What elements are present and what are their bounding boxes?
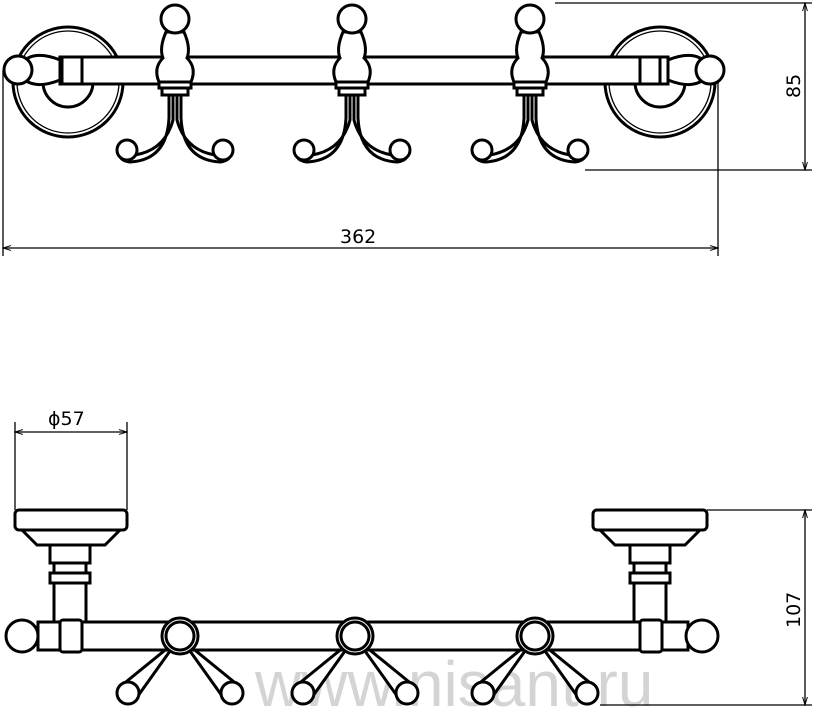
dimension-depth-label: 107 bbox=[783, 592, 805, 628]
hook-body bbox=[510, 30, 550, 84]
plan-hook-hubs bbox=[160, 616, 555, 656]
dimension-diameter-label: ϕ57 bbox=[48, 408, 85, 430]
hook-ball-plan bbox=[219, 680, 245, 706]
dimension-depth: 107 bbox=[600, 510, 812, 705]
hook-top-knob bbox=[159, 3, 191, 35]
hook-hub-inner bbox=[164, 620, 196, 652]
hook-arms bbox=[295, 95, 409, 164]
hook-ball bbox=[292, 138, 316, 162]
hook-body bbox=[332, 30, 372, 84]
hook-ball-plan bbox=[574, 680, 600, 706]
dimension-height: 85 bbox=[555, 3, 812, 170]
dimension-height-label: 85 bbox=[783, 74, 805, 98]
right-joint bbox=[638, 618, 664, 654]
left-joint bbox=[58, 618, 84, 654]
dimension-length-label: 362 bbox=[340, 226, 376, 248]
right-end-knob-plan bbox=[684, 618, 720, 654]
left-bracket bbox=[60, 55, 84, 86]
left-end-knob bbox=[2, 54, 34, 86]
hook-ball bbox=[211, 138, 235, 162]
dimension-diameter: ϕ57 bbox=[15, 408, 127, 510]
hook-hub-inner bbox=[519, 620, 551, 652]
front-hooks bbox=[115, 3, 590, 164]
left-end-knob-plan bbox=[4, 618, 40, 654]
hook-front bbox=[470, 3, 590, 164]
hook-ball-plan bbox=[394, 680, 420, 706]
hook-top-knob bbox=[514, 3, 546, 35]
hook-arms bbox=[118, 95, 232, 164]
hook-ball-plan bbox=[290, 680, 316, 706]
hook-front bbox=[292, 3, 412, 164]
left-end-cap bbox=[26, 53, 62, 87]
hook-collar bbox=[160, 86, 190, 97]
hook-ball bbox=[470, 138, 494, 162]
hook-top-knob bbox=[336, 3, 368, 35]
hook-ball bbox=[115, 138, 139, 162]
right-wall-plate bbox=[591, 508, 709, 625]
hook-ball-plan bbox=[470, 680, 496, 706]
right-end-knob bbox=[694, 54, 726, 86]
hook-ball bbox=[566, 138, 590, 162]
hook-arms bbox=[473, 95, 587, 164]
hook-ball bbox=[388, 138, 412, 162]
hook-front bbox=[115, 3, 235, 164]
dimension-length: 362 bbox=[3, 70, 718, 256]
right-bracket bbox=[638, 55, 662, 86]
left-wall-plate bbox=[13, 508, 129, 625]
front-view bbox=[2, 3, 726, 164]
plan-view bbox=[4, 508, 720, 706]
hook-ball-plan bbox=[115, 680, 141, 706]
hook-body bbox=[155, 30, 195, 84]
hook-collar bbox=[515, 86, 545, 97]
hook-collar bbox=[337, 86, 367, 97]
right-end-cap bbox=[666, 53, 702, 87]
hook-hub-inner bbox=[339, 620, 371, 652]
